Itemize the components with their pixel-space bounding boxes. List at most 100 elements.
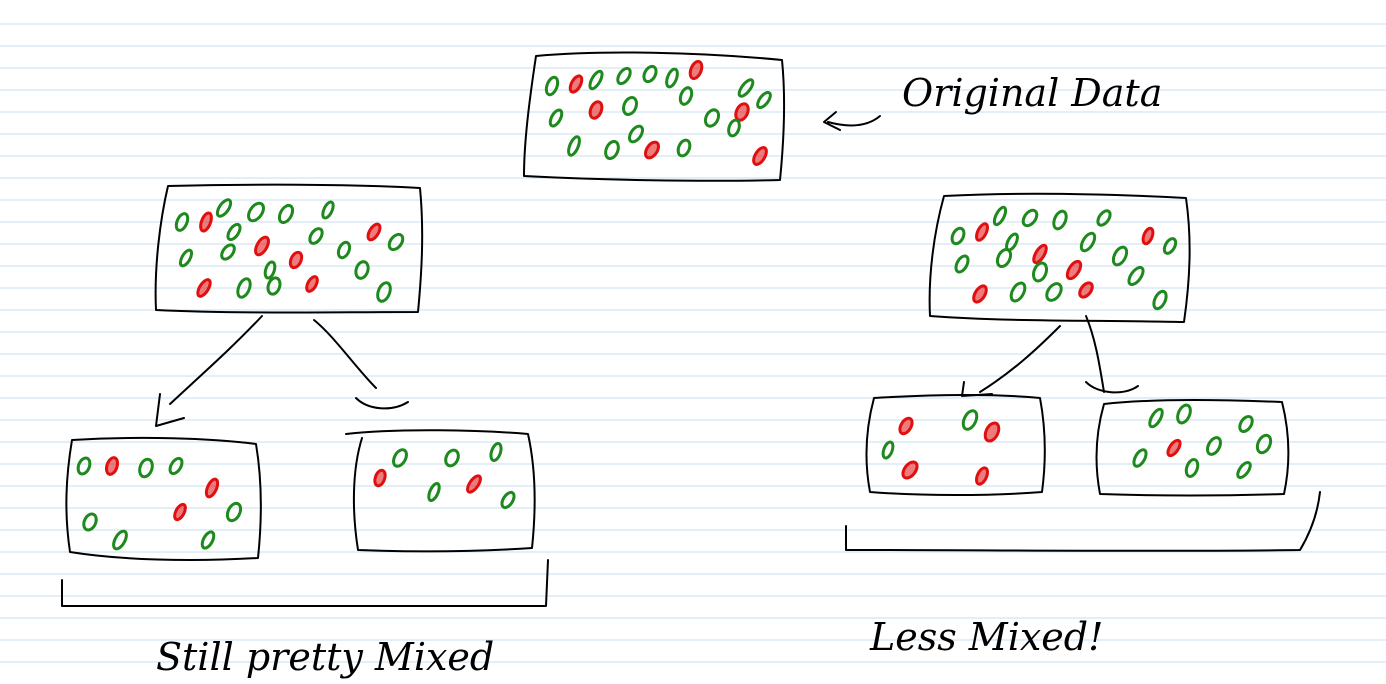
green-data-point: [236, 277, 252, 299]
green-data-point: [1148, 407, 1164, 429]
right-child-b-box: [1095, 399, 1290, 497]
right-split-arrow-a: [961, 325, 1061, 397]
left-child-a-data-points: [76, 456, 243, 551]
green-data-point: [168, 456, 184, 476]
red-data-point: [568, 74, 584, 94]
green-data-point: [1045, 282, 1063, 302]
green-data-point: [1132, 448, 1148, 468]
green-data-point: [1079, 231, 1097, 253]
green-data-point: [266, 276, 282, 296]
pointer-arrow: [823, 111, 881, 131]
red-data-point: [644, 140, 660, 160]
green-data-point: [500, 490, 516, 510]
green-data-point: [727, 118, 741, 138]
green-data-point: [178, 248, 194, 268]
green-data-point: [1176, 403, 1192, 425]
red-data-point: [975, 466, 989, 486]
original-data-points: [544, 59, 772, 166]
green-data-point: [642, 64, 658, 84]
right-split-arrow-b: [1085, 315, 1139, 394]
green-data-point: [1162, 237, 1178, 255]
green-data-point: [220, 243, 236, 261]
green-data-point: [627, 124, 645, 144]
red-data-point: [288, 250, 304, 270]
right-child-b-data-points: [1132, 403, 1273, 479]
green-data-point: [226, 222, 242, 242]
green-data-point: [950, 226, 966, 246]
green-data-point: [1005, 232, 1019, 252]
red-data-point: [173, 502, 187, 522]
green-data-point: [544, 75, 560, 97]
green-data-point: [321, 200, 335, 220]
red-data-point: [199, 211, 213, 233]
green-data-point: [616, 66, 632, 86]
green-data-point: [1111, 245, 1129, 267]
green-data-point: [992, 205, 1008, 227]
red-data-point: [196, 278, 212, 298]
red-data-point: [898, 416, 914, 436]
green-data-point: [622, 95, 638, 117]
green-data-point: [1096, 209, 1112, 227]
green-data-point: [1184, 458, 1200, 478]
green-data-point: [961, 409, 979, 431]
red-data-point: [366, 222, 382, 242]
green-data-point: [665, 67, 679, 89]
green-data-point: [112, 529, 128, 551]
red-data-point: [688, 59, 704, 81]
red-data-point: [305, 275, 319, 293]
green-data-point: [1127, 265, 1145, 287]
green-data-point: [756, 90, 772, 110]
left-bracket: [61, 559, 549, 608]
right-bracket: [845, 491, 1321, 552]
left-parent-box: [154, 183, 424, 314]
red-data-point: [1065, 259, 1083, 281]
green-data-point: [489, 442, 503, 462]
red-data-point: [752, 146, 768, 166]
green-data-point: [444, 448, 460, 468]
green-data-point: [387, 232, 405, 252]
right-parent-box: [928, 192, 1191, 323]
green-data-point: [604, 139, 620, 161]
red-data-point: [972, 284, 988, 304]
left-split-arrow-a: [155, 315, 263, 427]
red-data-point: [466, 474, 482, 494]
green-data-point: [308, 227, 324, 245]
left-child-b-data-points: [373, 442, 516, 510]
left-split-arrow-b: [313, 319, 409, 410]
green-data-point: [1052, 209, 1068, 231]
green-data-point: [1021, 208, 1039, 228]
right-parent-data-points: [950, 205, 1178, 311]
green-data-point: [1255, 433, 1273, 455]
notebook-ruled-lines: [0, 23, 1386, 663]
green-data-point: [392, 448, 408, 468]
green-data-point: [548, 108, 564, 128]
original-data-label: Original Data: [902, 71, 1162, 115]
left-caption: Still pretty Mixed: [156, 635, 494, 679]
green-data-point: [336, 240, 352, 260]
green-data-point: [427, 482, 441, 502]
red-data-point: [983, 421, 1001, 443]
green-data-point: [703, 108, 721, 128]
green-data-point: [678, 86, 694, 106]
red-data-point: [1166, 438, 1182, 458]
red-data-point: [975, 222, 989, 242]
red-data-point: [104, 456, 120, 476]
right-child-a-data-points: [881, 409, 1001, 486]
green-data-point: [737, 78, 755, 98]
green-data-point: [1031, 261, 1049, 283]
red-data-point: [1141, 226, 1155, 246]
green-data-point: [247, 201, 265, 223]
green-data-point: [376, 281, 392, 303]
green-data-point: [200, 530, 216, 550]
original-data-box: [523, 51, 786, 182]
green-data-point: [76, 456, 92, 476]
red-data-point: [204, 477, 220, 499]
left-child-b-box: [345, 429, 536, 553]
green-data-point: [225, 501, 243, 523]
green-data-point: [1236, 461, 1252, 479]
right-caption: Less Mixed!: [869, 615, 1103, 659]
green-data-point: [676, 138, 692, 158]
red-data-point: [254, 235, 270, 257]
green-data-point: [588, 69, 604, 91]
